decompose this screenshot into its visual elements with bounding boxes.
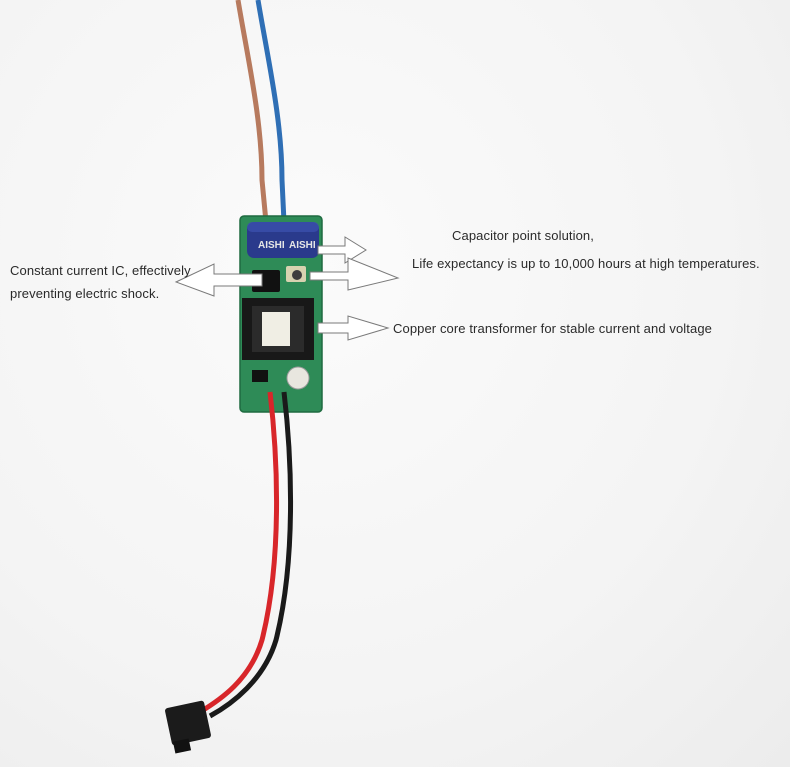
capacitor-life-label: Life expectancy is up to 10,000 hours at… (412, 256, 760, 271)
transformer-label: Copper core transformer for stable curre… (393, 321, 712, 336)
transformer-component (242, 298, 314, 360)
arrow-capacitor-life (309, 257, 400, 291)
capacitor-title-label: Capacitor point solution, (452, 228, 594, 243)
arrow-transformer (317, 315, 390, 341)
arrow-ic (174, 263, 263, 297)
ic-label-line1: Constant current IC, effectively (10, 263, 191, 278)
connector-plug (165, 700, 211, 754)
svg-text:AISHI: AISHI (289, 240, 316, 251)
output-capacitor (286, 366, 310, 390)
black-wire (208, 391, 294, 719)
ic-label-line2: preventing electric shock. (10, 286, 160, 301)
capacitor-brand-text: AISHI (258, 240, 285, 251)
capacitor-component: AISHI AISHI (247, 222, 319, 258)
blue-wire (255, 0, 287, 223)
red-wire (198, 391, 280, 715)
brown-wire (235, 0, 269, 223)
arrow-capacitor (317, 236, 367, 264)
